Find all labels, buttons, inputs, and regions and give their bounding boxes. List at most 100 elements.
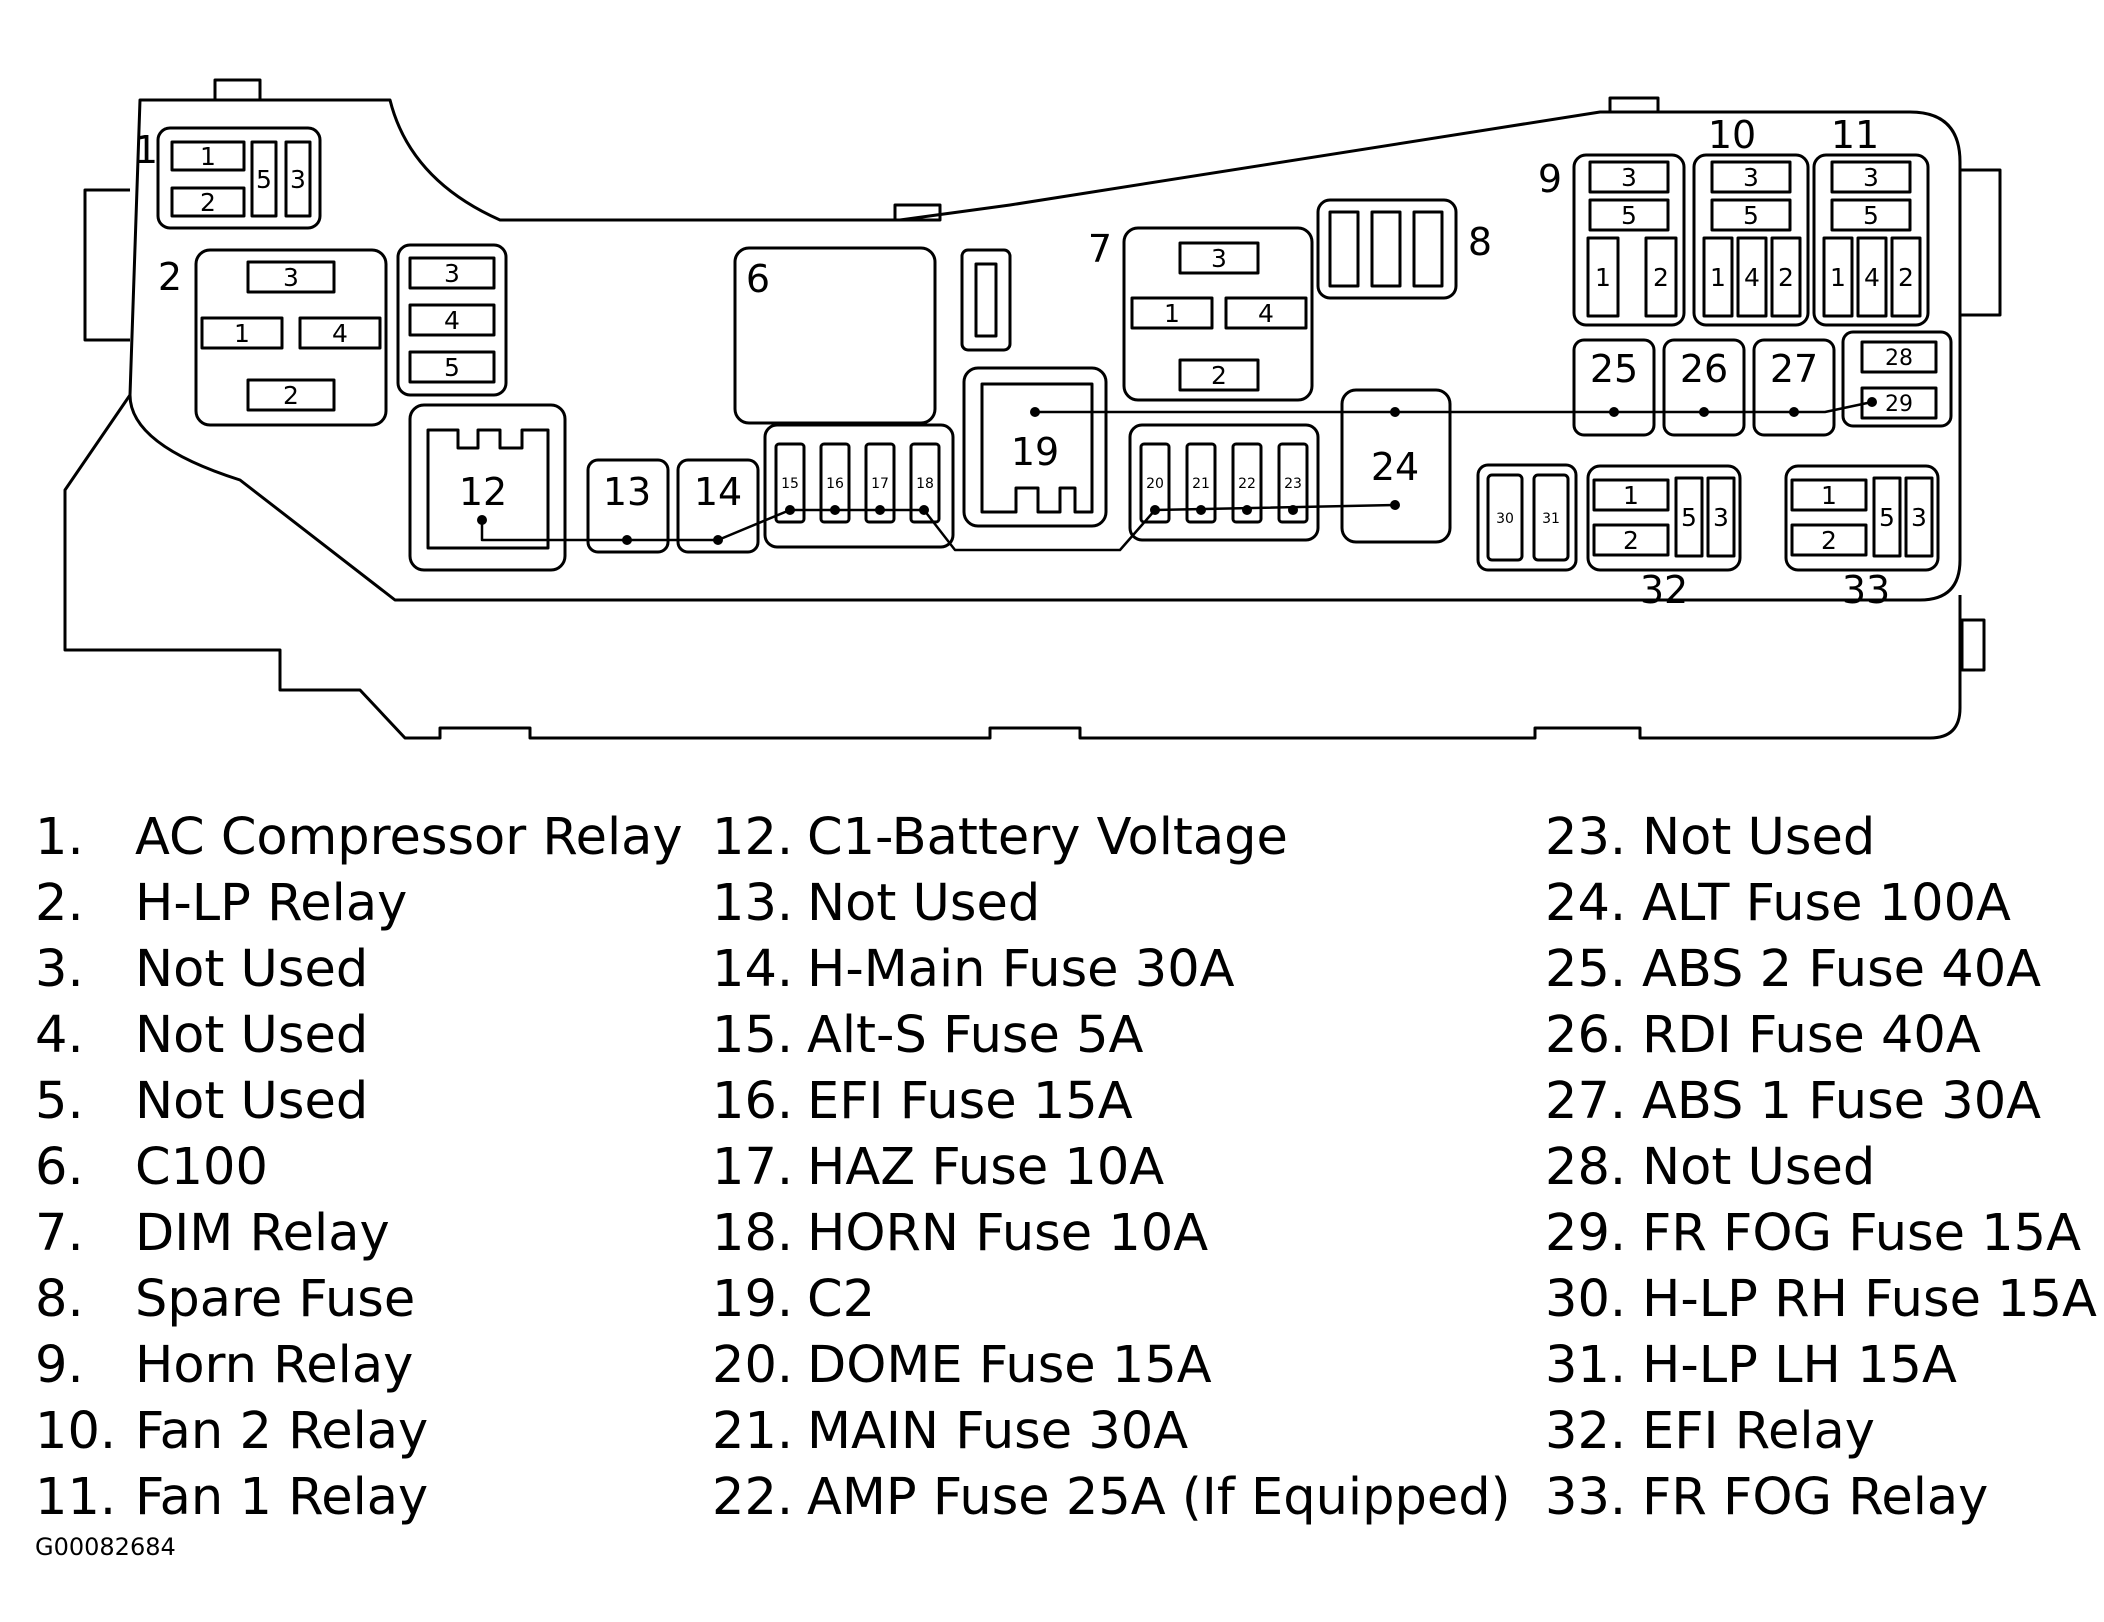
legend-item: 1.AC Compressor Relay xyxy=(35,808,683,867)
relay-33-pin-2 xyxy=(1790,523,1868,557)
legend-item: 15.Alt-S Fuse 5A xyxy=(712,1006,1144,1065)
callout-20: 20 xyxy=(1146,476,1164,492)
spare-fuse-8-slot-c xyxy=(1412,210,1444,288)
callout-27: 27 xyxy=(1770,347,1818,391)
relay-32-pin-3 xyxy=(1706,476,1736,558)
legend-item: 30.H-LP RH Fuse 15A xyxy=(1545,1270,2097,1329)
pin-label: 5 xyxy=(256,165,272,194)
callout-8: 8 xyxy=(1468,220,1492,264)
pin-label: 3 xyxy=(1713,503,1729,532)
legend-item: 33.FR FOG Relay xyxy=(1545,1468,1989,1527)
callout-29: 29 xyxy=(1885,392,1913,417)
callout-6: 6 xyxy=(746,257,770,301)
callout-17: 17 xyxy=(871,476,889,492)
fuse-20-slot xyxy=(1139,442,1171,524)
connector-19-housing xyxy=(962,366,1108,528)
relay-32-pin-1 xyxy=(1592,478,1670,512)
spare-fuse-8-slot-a xyxy=(1328,210,1360,288)
legend-item: 31.H-LP LH 15A xyxy=(1545,1336,1957,1395)
pin-label: 1 xyxy=(234,319,250,348)
relay-33-housing xyxy=(1784,464,1940,572)
housing-top-clip-left xyxy=(213,78,262,102)
fuse-25-housing xyxy=(1572,338,1656,437)
legend-item: 14.H-Main Fuse 30A xyxy=(712,940,1235,999)
relay-11-housing xyxy=(1812,153,1930,327)
relay-1-housing xyxy=(156,126,322,230)
callout-25: 25 xyxy=(1590,347,1638,391)
fuse-30-31-housing xyxy=(1476,463,1578,572)
relay-7-pin-4 xyxy=(1224,296,1308,330)
legend-item: 25.ABS 2 Fuse 40A xyxy=(1545,940,2042,999)
callout-1: 1 xyxy=(134,128,158,172)
callout-22: 22 xyxy=(1238,476,1256,492)
fuse-15-slot xyxy=(774,442,806,524)
relay-345-pin-4 xyxy=(408,303,496,337)
relay-2-pin-3 xyxy=(246,260,336,294)
small-fuse-slot-inner xyxy=(974,262,998,338)
housing-upper-outline xyxy=(128,98,1962,602)
legend-item: 10.Fan 2 Relay xyxy=(35,1402,429,1461)
legend-item: 20.DOME Fuse 15A xyxy=(712,1336,1212,1395)
bus-line-right xyxy=(1035,400,1873,414)
fuse-30-slot xyxy=(1486,473,1524,562)
pin-label: 1 xyxy=(1830,263,1846,292)
relay-345-pin-3 xyxy=(408,256,496,290)
legend-item: 19.C2 xyxy=(712,1270,876,1329)
callout-26: 26 xyxy=(1680,347,1728,391)
legend-item: 26.RDI Fuse 40A xyxy=(1545,1006,1981,1065)
relay-1-pin-1 xyxy=(170,140,246,172)
callout-28: 28 xyxy=(1885,346,1913,371)
legend-item: 32.EFI Relay xyxy=(1545,1402,1875,1461)
housing-top-clip-right xyxy=(1608,96,1660,114)
relay-345-pin-5 xyxy=(408,350,496,384)
pin-label: 5 xyxy=(1743,201,1759,230)
housing-top-clip-center xyxy=(893,203,942,222)
pin-label: 3 xyxy=(1211,244,1227,273)
legend-item: 16.EFI Fuse 15A xyxy=(712,1072,1133,1131)
callout-10: 10 xyxy=(1708,113,1756,157)
fuse-box-diagram: 1 2 6 7 8 9 10 11 12 13 14 19 24 25 26 2… xyxy=(63,78,2002,740)
fuse-13-housing xyxy=(586,458,670,554)
legend-item: 2.H-LP Relay xyxy=(35,874,408,933)
pin-label: 5 xyxy=(1621,201,1637,230)
pin-label: 4 xyxy=(1864,263,1880,292)
fuse-23-slot xyxy=(1277,442,1309,524)
legend-item: 6.C100 xyxy=(35,1138,268,1197)
relay-9-pin-3 xyxy=(1588,160,1670,194)
housing-tab-left xyxy=(83,188,130,342)
legend-item: 29.FR FOG Fuse 15A xyxy=(1545,1204,2082,1263)
pin-label: 2 xyxy=(1211,361,1227,390)
relay-1-pin-5 xyxy=(250,140,278,218)
pin-label: 4 xyxy=(1744,263,1760,292)
callout-15: 15 xyxy=(781,476,799,492)
fuse-22-slot xyxy=(1231,442,1263,524)
relay-32-housing xyxy=(1586,464,1742,572)
relay-33-pin-3 xyxy=(1904,476,1934,558)
legend-item: 18.HORN Fuse 10A xyxy=(712,1204,1209,1263)
relay-1-pin-2 xyxy=(170,186,246,218)
pin-label: 4 xyxy=(444,306,460,335)
pin-label: 5 xyxy=(1879,503,1895,532)
pin-label: 2 xyxy=(283,381,299,410)
fuse-16-slot xyxy=(819,442,851,524)
relay-2-housing xyxy=(194,248,388,427)
legend-item: 27.ABS 1 Fuse 30A xyxy=(1545,1072,2042,1131)
pin-label: 2 xyxy=(1653,263,1669,292)
fuse-28-slot xyxy=(1860,340,1938,374)
connector-19-body xyxy=(980,382,1094,514)
legend-item: 8.Spare Fuse xyxy=(35,1270,416,1329)
legend-item: 13.Not Used xyxy=(712,874,1041,933)
pin-label: 5 xyxy=(1863,201,1879,230)
legend-item: 3.Not Used xyxy=(35,940,369,999)
relay-11-pin-1 xyxy=(1822,236,1854,318)
legend-item: 9.Horn Relay xyxy=(35,1336,414,1395)
relay-10-housing xyxy=(1692,153,1810,327)
relay-345-housing xyxy=(396,243,508,397)
pin-label: 1 xyxy=(1595,263,1611,292)
pin-label: 2 xyxy=(1623,526,1639,555)
relay-11-pin-2 xyxy=(1890,236,1922,318)
fuse-28-29-housing xyxy=(1841,330,1953,428)
legend-item: 12.C1-Battery Voltage xyxy=(712,808,1288,867)
pin-label: 3 xyxy=(283,263,299,292)
relay-11-pin-4 xyxy=(1856,236,1888,318)
